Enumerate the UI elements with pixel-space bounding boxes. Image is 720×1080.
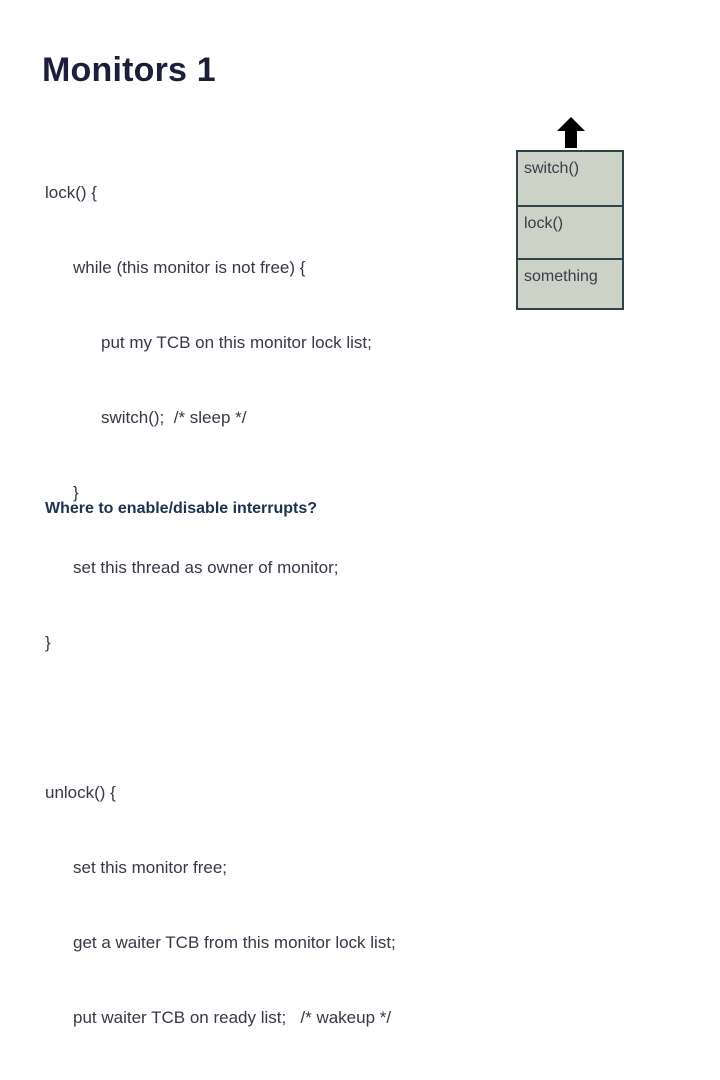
stack-frame-something: something [518, 258, 622, 311]
question-text: Where to enable/disable interrupts? [45, 500, 318, 517]
code-line: } [73, 483, 79, 502]
stack-frame-lock: lock() [518, 205, 622, 258]
code-line: set this thread as owner of monitor; [73, 558, 339, 577]
code-line: while (this monitor is not free) { [73, 258, 306, 277]
code-line: unlock() { [45, 783, 116, 802]
presentation-slide: Monitors 1 lock() { while (this monitor … [42, 51, 624, 1027]
code-line: switch(); /* sleep */ [101, 408, 247, 427]
code-line: put waiter TCB on ready list; /* wakeup … [73, 1008, 392, 1027]
code-line: lock() { [45, 183, 97, 202]
code-line: put my TCB on this monitor lock list; [101, 333, 372, 352]
stack-frame-label: something [524, 268, 598, 285]
code-line: set this monitor free; [73, 858, 228, 877]
code-line: } [45, 633, 51, 652]
code-line: get a waiter TCB from this monitor lock … [73, 933, 396, 952]
arrow-up-icon [556, 117, 586, 148]
code-block-unlock: unlock() { set this monitor free; get a … [45, 730, 495, 1080]
page-title: Monitors 1 [42, 51, 216, 89]
stack-frame-label: lock() [524, 215, 564, 232]
code-block-lock: lock() { while (this monitor is not free… [45, 130, 495, 705]
stack-frame-switch: switch() [518, 152, 622, 205]
stack-frame-label: switch() [524, 160, 580, 177]
code-listing: lock() { while (this monitor is not free… [45, 130, 495, 1080]
stack-frames-box: switch() lock() something [516, 150, 624, 310]
